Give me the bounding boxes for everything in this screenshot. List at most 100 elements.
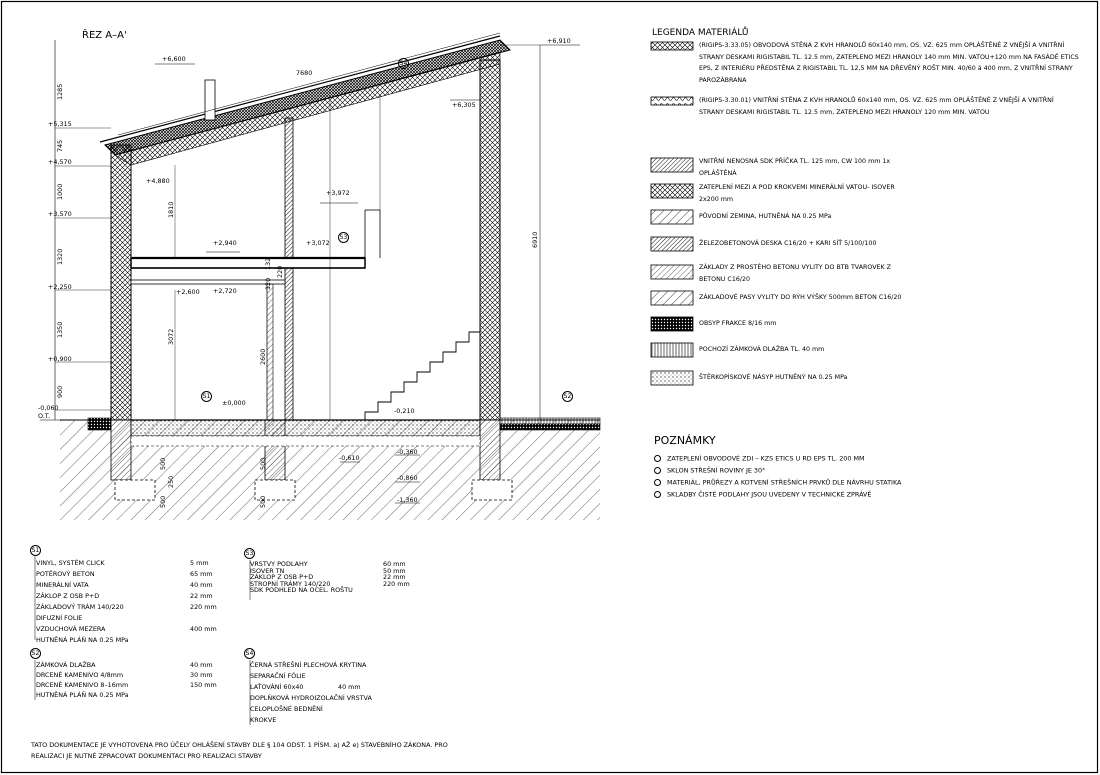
- spec-row-name: ZÁMKOVÁ DLAŽBA: [36, 661, 96, 669]
- section-title: ŘEZ A–A': [82, 30, 127, 41]
- spec-row-name: KROKVE: [250, 716, 277, 724]
- spec-row-name: SDK PODHLED NA OCEL. ROŠTU: [250, 586, 353, 594]
- legend-item-7: ZÁKLADOVÉ PASY VYLITY DO RÝH VÝŠKY 500mm…: [699, 294, 902, 301]
- tag-s3: S3: [338, 232, 349, 243]
- level-label: +3,972: [326, 189, 350, 197]
- legend-item-6: ZÁKLADY Z PROSTÉHO BETONU VYLITY DO BTB …: [699, 264, 891, 283]
- note-item: MATERIÁL, PRŮŘEZY A KOTVENÍ STŘEŠNÍCH PR…: [654, 479, 901, 486]
- dimension-label: 500: [159, 495, 167, 508]
- dimension-label: 900: [56, 385, 64, 398]
- level-label: +3,570: [48, 210, 72, 218]
- spec-row-name: ČERNÁ STŘEŠNÍ PLECHOVÁ KRYTINA: [250, 661, 367, 669]
- spec-row-name: MINERÁLNÍ VATA: [36, 581, 89, 589]
- spec-row-name: ZÁKLOP Z OSB P+D: [250, 573, 314, 581]
- legend-item-10: ŠTĚRKOPÍSKOVÉ NÁSYP HUTNĚNÝ NA 0.25 MPa: [699, 374, 848, 381]
- legend-item-3: ZATEPLENÍ MEZI A POD KROKVEMI MINERÁLNÍ …: [699, 184, 895, 203]
- spec-row-name: DRCENÉ KAMENIVO 8–16mm: [36, 681, 129, 689]
- dimension-label: 6910: [531, 231, 539, 248]
- spec-row-value: 40 mm: [190, 661, 213, 669]
- spec-row-value: 220 mm: [383, 579, 410, 588]
- note-item: SKLADBY ČISTÉ PODLAHY JSOU UVEDENY V TEC…: [654, 491, 871, 498]
- bullet-circle-icon: [654, 467, 661, 474]
- spec-s2-tag: S2: [30, 648, 41, 659]
- notes-title: POZNÁMKY: [654, 434, 716, 447]
- level-label: +2,250: [48, 283, 72, 291]
- spec-row-name: DOPLŇKOVÁ HYDROIZOLAČNÍ VRSTVA: [250, 694, 372, 702]
- level-label: +6,305: [452, 101, 476, 109]
- dimension-label: 745: [56, 139, 64, 152]
- spec-row-value: 40 mm: [338, 683, 361, 691]
- spec-row-value: 60 mm: [383, 560, 406, 568]
- level-label: -0,610: [339, 454, 360, 462]
- spec-row-name: VRSTVY PODLAHY: [250, 560, 308, 568]
- level-label: ±0,000: [222, 399, 246, 407]
- spec-row-value: 22 mm: [190, 592, 213, 600]
- tag-s2: S2: [562, 391, 573, 402]
- level-label: -1,360: [397, 496, 418, 504]
- spec-row-name: VZDUCHOVÁ MEZERA: [36, 625, 106, 633]
- spec-row-value: 40 mm: [190, 581, 213, 589]
- spec-row-name: ZÁKLOP Z OSB P+D: [36, 592, 100, 600]
- dimension-label: 1810: [167, 201, 175, 218]
- spec-row-name: ZÁKLADOVÝ TRÁM 140/220: [36, 603, 124, 611]
- spec-row-value: 5 mm: [190, 559, 209, 567]
- spec-row-name: DIFUZNÍ FOLIE: [36, 614, 83, 622]
- level-label: +4,570: [48, 158, 72, 166]
- dimension-label: 500: [259, 457, 267, 470]
- footer-line-1: TATO DOKUMENTACE JE VYHOTOVENA PRO ÚČELY…: [31, 741, 448, 749]
- level-label: +2,600: [176, 288, 200, 296]
- level-label: +2,720: [213, 287, 237, 295]
- dimension-label: 7680: [296, 69, 313, 77]
- dimension-label: 2600: [259, 348, 267, 365]
- spec-row-name: CELOPLOŠNÉ BEDNĚNÍ: [250, 705, 323, 713]
- dimension-label: 3072: [167, 328, 175, 345]
- dimension-label: 500: [259, 495, 267, 508]
- bullet-circle-icon: [654, 491, 661, 498]
- note-item: ZATEPLENÍ OBVODOVÉ ZDI – KZS ETICS U RD …: [654, 455, 864, 462]
- bullet-circle-icon: [654, 455, 661, 462]
- legend-item-2: VNITŘNÍ NENOSNÁ SDK PŘÍČKA TL. 125 mm, C…: [699, 158, 891, 177]
- dimension-label: 220: [276, 265, 284, 278]
- level-label: -0,060: [38, 404, 59, 412]
- spec-s3-tag: S3: [244, 548, 255, 559]
- legend-item-1: (RIGIPS-3.30.01) VNITŘNÍ STĚNA Z KVH HRA…: [699, 97, 1054, 116]
- level-label: +5,315: [48, 120, 72, 128]
- legend-item-8: OBSYP FRAKCE 8/16 mm: [699, 320, 777, 327]
- level-label: -0,360: [397, 448, 418, 456]
- dimension-label: 500: [159, 457, 167, 470]
- bullet-circle-icon: [654, 479, 661, 486]
- footer-line-2: REALIZACI JE NUTNÉ ZPRACOVAT DOKUMENTACI…: [31, 752, 262, 760]
- spec-row-name: LAŤOVÁNÍ 60x40: [250, 683, 304, 691]
- spec-row-name: DRCENÉ KAMENIVO 4/8mm: [36, 671, 124, 679]
- spec-row-value: 22 mm: [383, 573, 406, 581]
- dimension-label: 1000: [56, 183, 64, 200]
- dimension-label: 1350: [56, 321, 64, 338]
- legend-title: LEGENDA MATERIÁLŮ: [652, 28, 749, 38]
- level-label: +6,600: [162, 55, 186, 63]
- dimension-label: 1320: [56, 248, 64, 265]
- legend-item-0: (RIGIPS-3.33.05) OBVODOVÁ STĚNA Z KVH HR…: [699, 42, 1079, 84]
- spec-row-value: 150 mm: [190, 681, 217, 689]
- spec-row-name: VINYL, SYSTÉM CLICK: [36, 559, 105, 567]
- dimension-label: 1285: [56, 83, 64, 100]
- level-label: O.T.: [38, 412, 50, 420]
- dimension-label: 120: [264, 277, 272, 290]
- spec-row-value: 65 mm: [190, 570, 213, 578]
- tag-s4: S4: [398, 58, 409, 69]
- level-label: -0,210: [394, 407, 415, 415]
- spec-row-name: HUTNĚNÁ PLÁŇ NA 0.25 MPa: [36, 691, 129, 699]
- note-item: SKLON STŘEŠNÍ ROVINY JE 30°: [654, 467, 765, 474]
- spec-row-name: ISOVER TN: [250, 566, 285, 575]
- dimension-label: 250: [167, 475, 175, 488]
- spec-row-name: STROPNÍ TRÁMY 140/220: [250, 579, 331, 588]
- spec-s1-tag: S1: [30, 545, 41, 556]
- legend-item-5: ŽELEZOBETONOVÁ DESKA C16/20 + KARI SÍŤ 5…: [699, 240, 877, 247]
- spec-row-name: POTĚROVÝ BETON: [36, 570, 95, 578]
- level-label: +2,940: [213, 239, 237, 247]
- spec-s4-tag: S4: [244, 648, 255, 659]
- spec-row-name: HUTNĚNÁ PLÁŇ NA 0.25 MPa: [36, 636, 129, 644]
- legend-item-4: PŮVODNÍ ZEMINA, HUTNĚNÁ NA 0.25 MPa: [699, 213, 832, 220]
- spec-row-value: 50 mm: [383, 566, 406, 575]
